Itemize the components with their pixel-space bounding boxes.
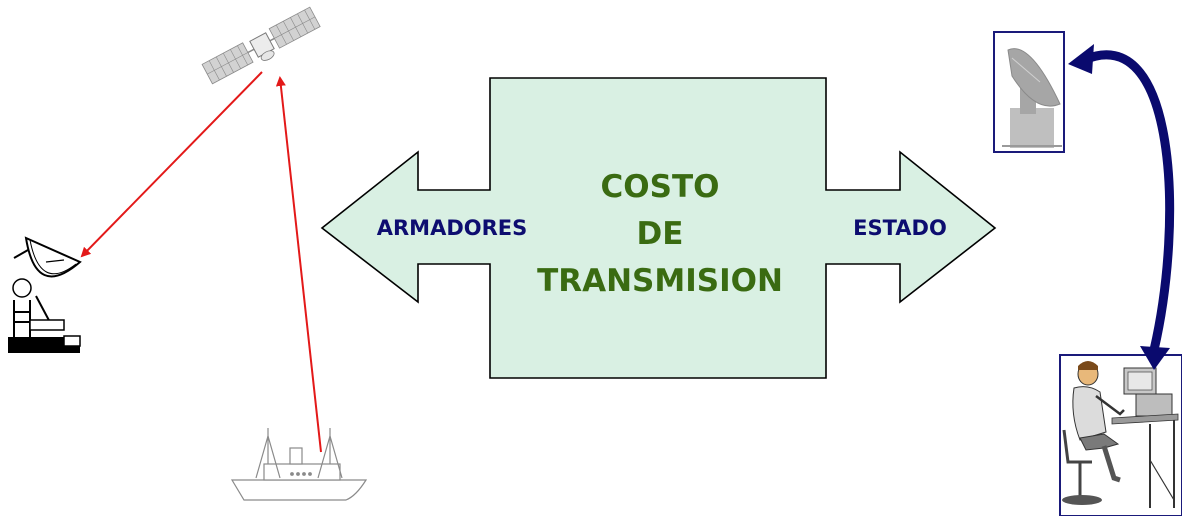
- center-line-3: TRANSMISION: [537, 263, 783, 299]
- antenna-photo-icon: [993, 31, 1065, 153]
- ship-icon: [230, 428, 368, 501]
- armadores-label: ARMADORES: [376, 216, 528, 240]
- center-title: COSTO DE TRANSMISION: [490, 164, 830, 305]
- center-line-1: COSTO: [600, 169, 720, 205]
- curved-double-arrow: [1068, 44, 1175, 370]
- satellite-icon: [201, 6, 321, 85]
- ground-station-dish-icon: [8, 236, 82, 353]
- signal-satellite-to-station: [80, 71, 263, 258]
- estado-label: ESTADO: [853, 216, 947, 240]
- center-line-2: DE: [636, 216, 684, 252]
- signal-ship-to-satellite: [275, 76, 322, 453]
- cost-double-arrow: [320, 77, 997, 379]
- operator-computer-icon: [1059, 354, 1182, 516]
